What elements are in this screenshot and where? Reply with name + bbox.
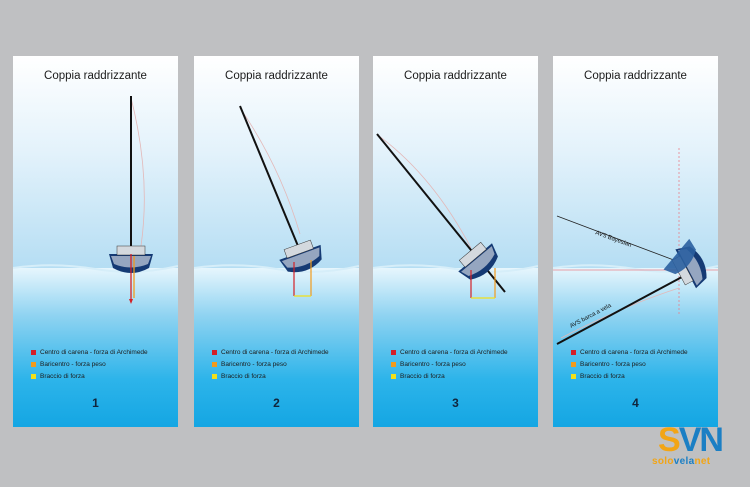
legend-label: Braccio di forza <box>221 372 266 380</box>
logo-mark-vn: VN <box>678 421 724 459</box>
panel-title: Coppia raddrizzante <box>404 70 507 82</box>
legend-item-baricentro: Baricentro - forza peso <box>571 358 688 370</box>
panel-title: Coppia raddrizzante <box>225 70 328 82</box>
legend-item-baricentro: Baricentro - forza peso <box>212 358 329 370</box>
legend-item-braccio: Braccio di forza <box>31 370 148 382</box>
legend-swatch <box>571 349 576 355</box>
logo-url-part: solo <box>652 456 674 467</box>
legend-item-braccio: Braccio di forza <box>212 370 329 382</box>
legend-label: Braccio di forza <box>400 372 445 380</box>
logo-url-part: vela <box>673 456 695 467</box>
legend-item-braccio: Braccio di forza <box>571 370 688 382</box>
legend-item-baricentro: Baricentro - forza peso <box>391 358 508 370</box>
legend: Centro di carena - forza di Archimede Ba… <box>212 346 329 382</box>
legend-label: Braccio di forza <box>580 372 625 380</box>
legend-swatch <box>571 373 576 379</box>
sailboat-upright-icon <box>13 96 178 304</box>
legend: Centro di carena - forza di Archimede Ba… <box>391 346 508 382</box>
legend-swatch <box>31 349 36 355</box>
panel-number: 4 <box>632 396 639 410</box>
sailboat-heavily-heeled-icon <box>373 133 538 299</box>
sailboat-heeled-icon <box>194 105 359 297</box>
legend-swatch <box>571 361 576 367</box>
logo-url-part: net <box>694 456 711 467</box>
avs-bayesian-label: AVS Bayesian <box>594 230 632 249</box>
panel-1: Coppia raddrizzante Centro di carena - f… <box>13 56 178 427</box>
water <box>13 268 178 427</box>
logo-url: solovelanet <box>652 456 710 467</box>
legend-label: Centro di carena - forza di Archimede <box>221 348 329 356</box>
panel-number: 1 <box>92 396 99 410</box>
legend-item-centro-carena: Centro di carena - forza di Archimede <box>391 346 508 358</box>
legend-item-centro-carena: Centro di carena - forza di Archimede <box>571 346 688 358</box>
legend-swatch <box>212 349 217 355</box>
legend-label: Baricentro - forza peso <box>400 360 466 368</box>
legend-label: Baricentro - forza peso <box>580 360 646 368</box>
legend-item-braccio: Braccio di forza <box>391 370 508 382</box>
legend-item-centro-carena: Centro di carena - forza di Archimede <box>31 346 148 358</box>
panel-2: Coppia raddrizzante Centro di carena - f… <box>194 56 359 427</box>
legend-swatch <box>31 373 36 379</box>
legend-swatch <box>391 349 396 355</box>
panel-3: Coppia raddrizzante Centro di carena - f… <box>373 56 538 427</box>
legend-label: Braccio di forza <box>40 372 85 380</box>
panel-number: 3 <box>452 396 459 410</box>
legend-item-baricentro: Baricentro - forza peso <box>31 358 148 370</box>
legend-label: Baricentro - forza peso <box>221 360 287 368</box>
legend-label: Baricentro - forza peso <box>40 360 106 368</box>
legend: Centro di carena - forza di Archimede Ba… <box>571 346 688 382</box>
panel-title: Coppia raddrizzante <box>584 70 687 82</box>
sailboat-avs-icon: AVS Bayesian AVS barca a vela <box>553 148 718 345</box>
water <box>553 268 718 427</box>
legend-label: Centro di carena - forza di Archimede <box>40 348 148 356</box>
panel-number: 2 <box>273 396 280 410</box>
logo-mark: SVN <box>658 420 724 460</box>
panel-title: Coppia raddrizzante <box>44 70 147 82</box>
legend-item-centro-carena: Centro di carena - forza di Archimede <box>212 346 329 358</box>
legend-label: Centro di carena - forza di Archimede <box>400 348 508 356</box>
water <box>373 268 538 427</box>
legend-label: Centro di carena - forza di Archimede <box>580 348 688 356</box>
legend-swatch <box>31 361 36 367</box>
legend-swatch <box>212 361 217 367</box>
solovela-logo: SVN solovelanet <box>652 420 744 482</box>
logo-mark-s: S <box>658 421 681 459</box>
legend-swatch <box>212 373 217 379</box>
legend-swatch <box>391 373 396 379</box>
panel-4: AVS Bayesian AVS barca a vela Coppia rad… <box>553 56 718 427</box>
legend-swatch <box>391 361 396 367</box>
legend: Centro di carena - forza di Archimede Ba… <box>31 346 148 382</box>
water <box>194 268 359 427</box>
